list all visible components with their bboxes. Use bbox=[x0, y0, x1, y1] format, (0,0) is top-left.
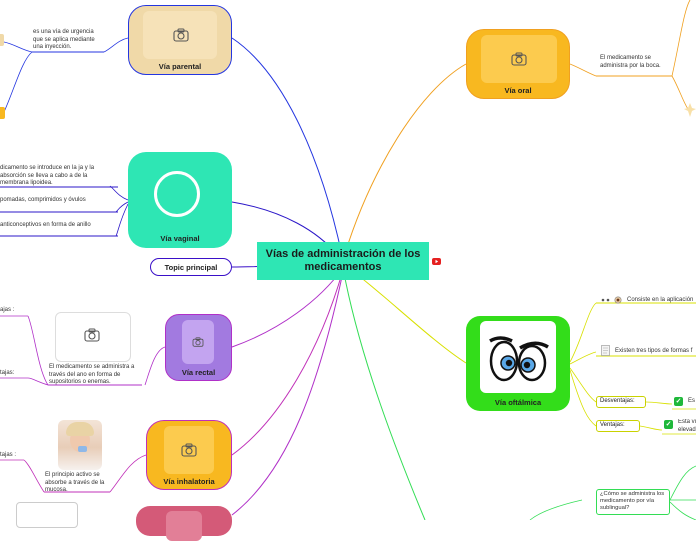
camera-icon bbox=[181, 443, 197, 457]
youtube-icon[interactable] bbox=[432, 258, 441, 265]
checkbox-icon[interactable]: ✓ bbox=[674, 397, 683, 406]
oral-decoration bbox=[684, 103, 696, 117]
rectal-label: Vía rectal bbox=[166, 368, 231, 377]
parental-label: Vía parental bbox=[129, 62, 231, 71]
central-topic[interactable]: Vías de administración de los medicament… bbox=[257, 242, 429, 280]
node-vaginal[interactable]: Vía vaginal bbox=[128, 152, 232, 248]
inhalatoria-label: Vía inhalatoria bbox=[147, 477, 231, 486]
link-sublingual bbox=[343, 268, 425, 520]
node-rectal[interactable]: Vía rectal bbox=[165, 314, 232, 381]
link-inhalatoria bbox=[232, 270, 343, 455]
ventaja-item: Esta vi elevad bbox=[678, 419, 696, 434]
camera-icon bbox=[173, 28, 189, 42]
oftalmica-label: Vía oftálmica bbox=[466, 398, 570, 407]
inhalatoria-side1: tajas : bbox=[0, 452, 16, 460]
central-title: Vías de administración de los medicament… bbox=[257, 248, 429, 274]
oftalmica-desc2: Existen tres tipos de formas f bbox=[615, 348, 692, 356]
sublingual-question: ¿Cómo se administra los medicamento por … bbox=[600, 491, 666, 511]
topic-principal[interactable]: Topic principal bbox=[150, 258, 232, 276]
note-icon bbox=[601, 345, 610, 356]
lower-left-box bbox=[16, 502, 78, 528]
sublingual-question-box[interactable]: ¿Cómo se administra los medicamento por … bbox=[596, 489, 670, 515]
oral-label: Vía oral bbox=[467, 86, 569, 95]
desventaja-item: Es bbox=[688, 398, 695, 406]
vaginal-form2: anticonceptivos en forma de anillo bbox=[0, 222, 118, 230]
node-lower-partial[interactable] bbox=[136, 506, 232, 536]
node-inhalatoria[interactable]: Vía inhalatoria bbox=[146, 420, 232, 490]
lower-image bbox=[166, 511, 202, 541]
vaginal-form1: pomadas, comprimidos y óvulos bbox=[0, 197, 118, 205]
camera-icon bbox=[192, 337, 204, 347]
oftalmica-image bbox=[480, 321, 556, 393]
rectal-desc: El medicamento se administra a través de… bbox=[49, 364, 139, 387]
rectal-side1: ajas : bbox=[0, 307, 14, 315]
oftalmica-desc1: Consiste en la aplicación bbox=[627, 297, 693, 305]
vaginal-image bbox=[154, 171, 200, 217]
oral-desc: El medicamento se administra por la boca… bbox=[600, 55, 664, 70]
link-oral bbox=[343, 64, 466, 260]
link-parental bbox=[232, 38, 343, 260]
parental-desc: es una vía de urgencia que se aplica med… bbox=[33, 29, 105, 52]
camera-icon bbox=[84, 328, 100, 342]
eyes-icon bbox=[480, 321, 556, 393]
parental-leaf-bottom bbox=[0, 107, 5, 119]
vaginal-desc: dicamento se introduce en la ja y la abs… bbox=[0, 165, 112, 188]
parental-leaf-top bbox=[0, 34, 4, 46]
node-parental[interactable]: Vía parental bbox=[128, 5, 232, 75]
inhalatoria-photo bbox=[58, 420, 102, 470]
camera-icon bbox=[511, 52, 527, 66]
inhalatoria-desc: El principio activo se absorbe a través … bbox=[45, 472, 115, 495]
node-oftalmica[interactable]: Vía oftálmica bbox=[466, 316, 570, 411]
desventajas-box[interactable]: Desventajas: bbox=[596, 396, 646, 408]
eyes-icon bbox=[600, 296, 622, 304]
rectal-side2: tajas: bbox=[0, 370, 14, 378]
ventajas-box[interactable]: Ventajas: bbox=[596, 420, 640, 432]
node-oral[interactable]: Vía oral bbox=[466, 29, 570, 99]
vaginal-label: Vía vaginal bbox=[128, 234, 232, 243]
checkbox-icon[interactable]: ✓ bbox=[664, 420, 673, 429]
